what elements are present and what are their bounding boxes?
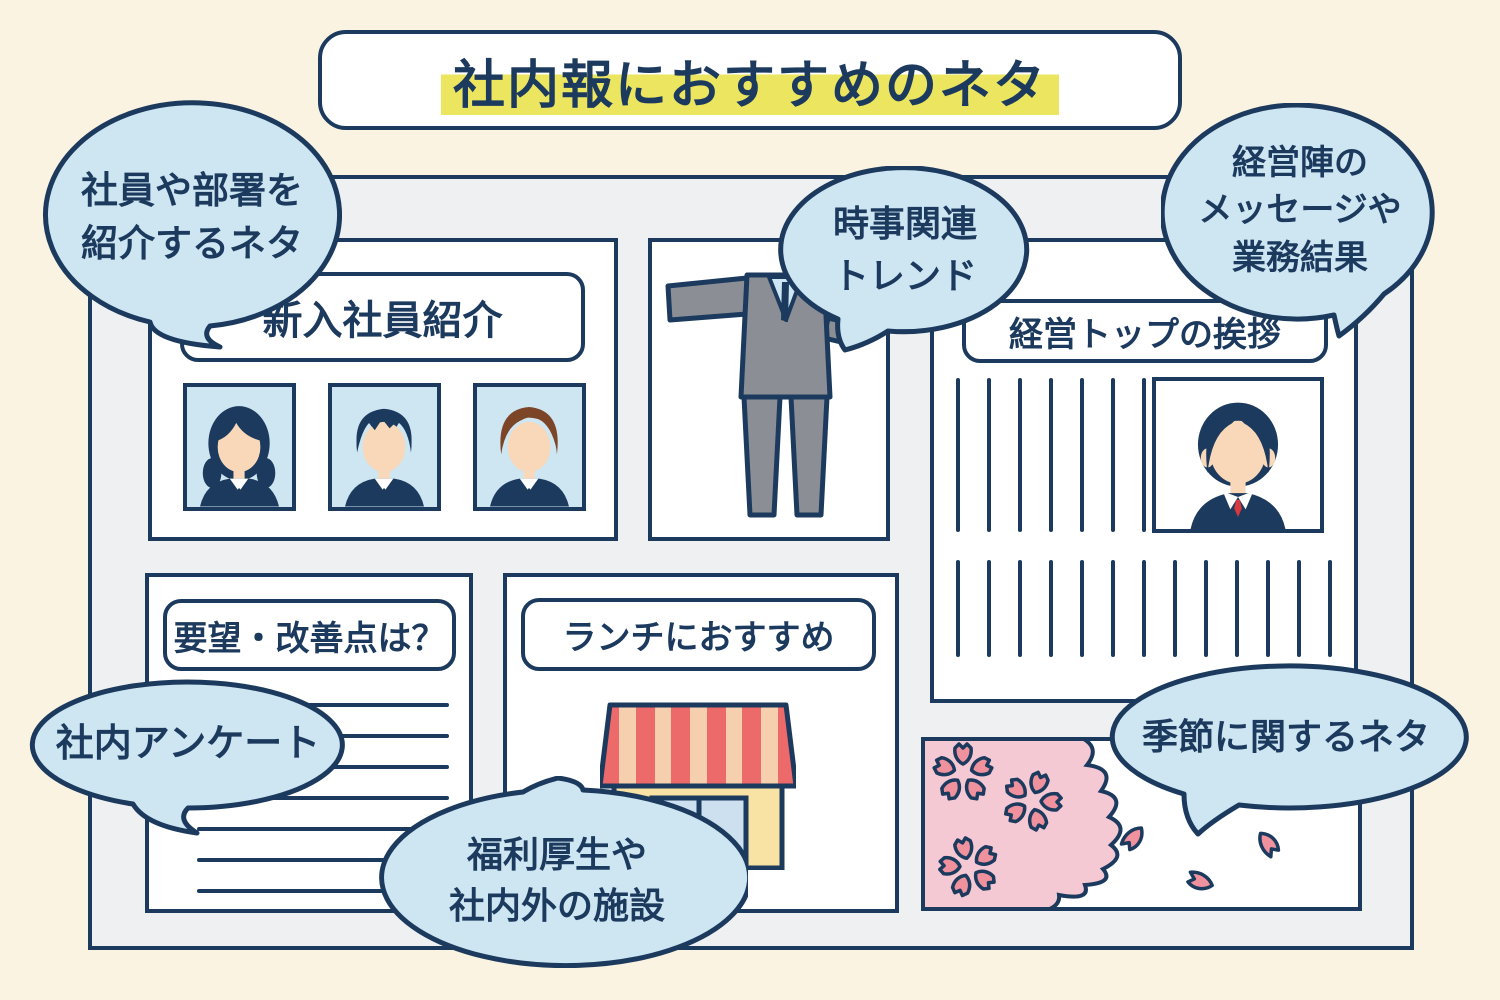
label-new-employees-text: 新入社員紹介: [262, 299, 503, 343]
vertical-text-lines-bottom: [956, 560, 1332, 657]
bubble-trend-line2: トレンド: [832, 255, 977, 296]
bubble-management-line3: 業務結果: [1232, 238, 1368, 277]
bubble-season-line1: 季節に関するネタ: [1141, 716, 1430, 757]
employee-photo-man-icon: [328, 383, 441, 511]
label-ceo-greeting-text: 経営トップの挨拶: [1009, 315, 1281, 354]
bubble-trend-line1: 時事関連: [832, 202, 977, 244]
label-ceo-greeting: 経営トップの挨拶: [962, 299, 1328, 363]
man-brown-portrait-icon: [490, 407, 569, 507]
bubble-staff-line2: 紹介するネタ: [81, 223, 303, 264]
ceo-portrait-icon: [1190, 402, 1286, 529]
employee-photo-woman-icon: [183, 383, 296, 511]
label-requests: 要望・改善点は？: [163, 599, 456, 671]
bubble-management-line2: メッセージや: [1198, 191, 1402, 230]
sakura-flower-icon: [938, 836, 998, 898]
employee-photo-row: [183, 383, 586, 511]
sakura-petal-icon: [1258, 831, 1281, 859]
bubble-welfare-line1: 福利厚生や: [466, 833, 647, 875]
sakura-flower-icon: [1003, 770, 1063, 832]
bubble-survey-line1: 社内アンケート: [55, 723, 321, 765]
page-title-box: 社内報におすすめのネタ: [318, 30, 1182, 130]
bubble-trend: 時事関連 トレンド: [778, 166, 1038, 361]
label-lunch: ランチにおすすめ: [521, 598, 876, 671]
woman-portrait-icon: [200, 406, 279, 507]
bubble-welfare-line2: 社内外の施設: [448, 885, 665, 926]
bubble-welfare: 福利厚生や 社内外の施設: [368, 776, 748, 968]
bubble-staff-topics: 社員や部署を 紹介するネタ: [42, 100, 342, 360]
bubble-survey: 社内アンケート: [28, 678, 358, 840]
label-lunch-text: ランチにおすすめ: [562, 619, 835, 657]
bubble-management-line1: 経営陣の: [1232, 143, 1368, 182]
sakura-petal-icon: [1186, 870, 1214, 891]
label-requests-text: 要望・改善点は？: [173, 619, 446, 658]
page-title: 社内報におすすめのネタ: [440, 42, 1059, 118]
sakura-petal-icon: [1119, 826, 1144, 852]
sakura-flower-icon: [932, 742, 994, 801]
employee-photo-man-brown-icon: [473, 383, 586, 511]
vertical-text-lines-top: [956, 378, 1146, 532]
bubble-management: 経営陣の メッセージや 業務結果: [1161, 103, 1451, 343]
man-portrait-icon: [345, 408, 424, 507]
bubble-staff-line1: 社員や部署を: [81, 170, 303, 212]
ceo-portrait-frame: [1152, 377, 1324, 533]
sakura-scene: [925, 741, 1281, 907]
bubble-season: 季節に関するネタ: [1100, 662, 1472, 844]
